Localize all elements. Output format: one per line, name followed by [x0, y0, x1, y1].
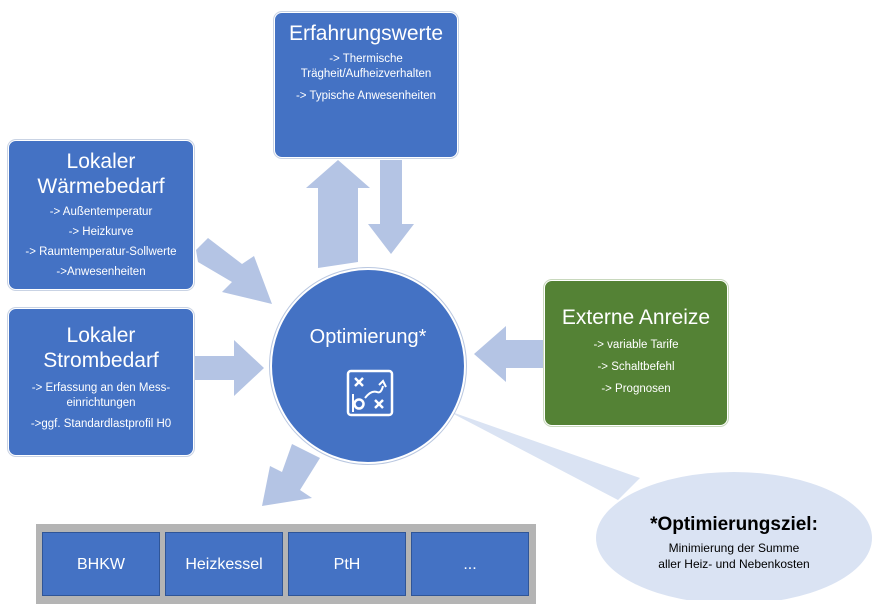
arrow-from-externe-anreize [474, 326, 546, 382]
erfahrungswerte-title: Erfahrungswerte [288, 22, 444, 45]
waermebedarf-item: -> Außentemperatur [49, 206, 153, 218]
arrow-from-waermebedarf [196, 238, 272, 304]
optimierungsziel-title: *Optimierungsziel: [650, 514, 818, 535]
strategy-board-icon [346, 369, 394, 417]
erfahrungswerte-box: Erfahrungswerte -> Thermische Trägheit/A… [274, 12, 458, 158]
arrow-from-strombedarf [194, 340, 264, 396]
optimierungsziel-line: Minimierung der Summe [668, 541, 800, 555]
strombedarf-item: -> Erfassung an den Mess- [31, 382, 171, 394]
waermebedarf-item: ->Anwesenheiten [56, 266, 146, 278]
arrow-to-technologies [262, 444, 320, 506]
waermebedarf-box: Lokaler Wärmebedarf -> Außentemperatur -… [8, 140, 194, 290]
strombedarf-title-line1: Lokaler [66, 324, 136, 347]
strombedarf-item: ->ggf. Standardlastprofil H0 [30, 418, 172, 430]
strombedarf-item: einrichtungen [66, 397, 136, 409]
erfahrungswerte-item: -> Thermische [329, 53, 403, 65]
erfahrungswerte-item: -> Typische Anwesenheiten [295, 90, 437, 102]
arrow-up-to-erfahrungswerte [306, 160, 370, 268]
waermebedarf-title-line2: Wärmebedarf [37, 175, 165, 198]
strombedarf-title-line2: Strombedarf [43, 349, 159, 372]
waermebedarf-item: -> Heizkurve [68, 226, 134, 238]
technology-more: ... [411, 532, 529, 596]
strombedarf-box: Lokaler Strombedarf -> Erfassung an den … [8, 308, 194, 456]
callout-bubble [596, 472, 872, 600]
externe-anreize-item: -> Prognosen [601, 383, 671, 395]
waermebedarf-item: -> Raumtemperatur-Sollwerte [25, 246, 177, 258]
externe-anreize-item: -> Schaltbefehl [597, 361, 675, 373]
externe-anreize-item: -> variable Tarife [593, 339, 679, 351]
technology-pth: PtH [288, 532, 406, 596]
externe-anreize-title: Externe Anreize [561, 306, 711, 329]
optimierungsziel-line: aller Heiz- und Nebenkosten [658, 557, 810, 571]
waermebedarf-title-line1: Lokaler [66, 150, 136, 173]
technology-heizkessel: Heizkessel [165, 532, 283, 596]
technology-bhkw: BHKW [42, 532, 160, 596]
erfahrungswerte-item: Trägheit/Aufheizverhalten [300, 68, 432, 80]
optimierungsziel-callout: *Optimierungsziel: Minimierung der Summe… [596, 474, 872, 602]
callout-tail [446, 410, 640, 500]
optimierung-title: Optimierung* [309, 326, 427, 348]
externe-anreize-box: Externe Anreize -> variable Tarife -> Sc… [544, 280, 728, 426]
arrow-down-to-optimierung [368, 160, 414, 254]
optimierung-circle: Optimierung* [270, 268, 466, 464]
